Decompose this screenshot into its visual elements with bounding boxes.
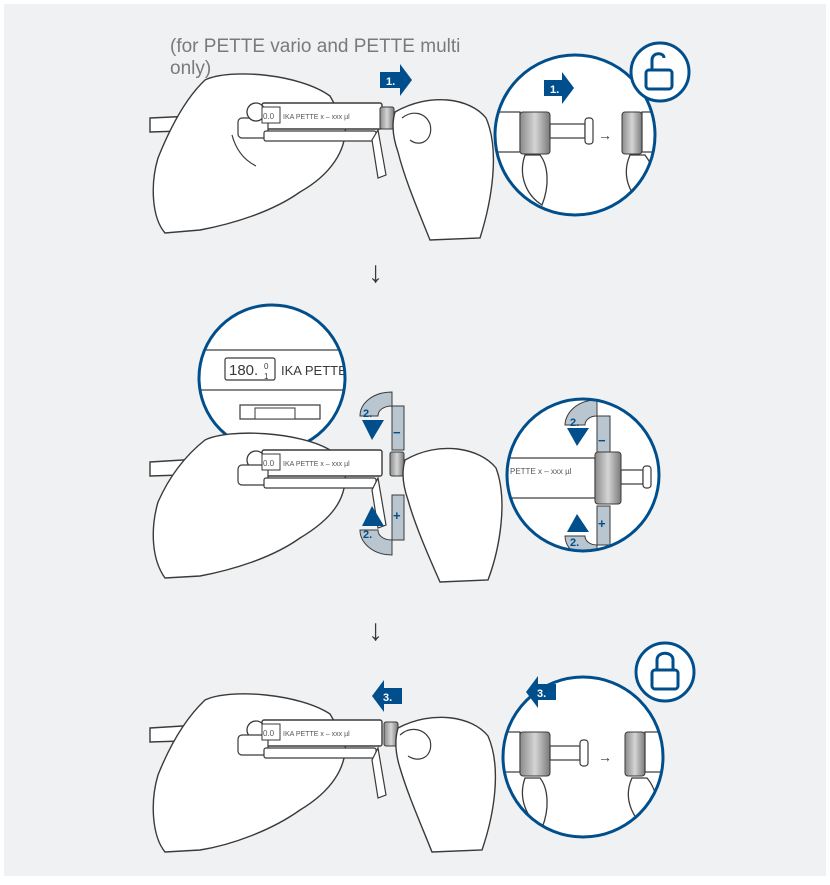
zoom-pipette-label: PETTE x – xxx µl [510, 467, 572, 476]
zoom-display-small-top: 0 [264, 362, 269, 371]
zoom-plus-sign: + [598, 516, 606, 531]
display-value-2: 0.0 [263, 459, 275, 468]
zoom-minus-sign: − [598, 433, 606, 448]
pipette-label: IKA PETTE x – xxx µl [283, 114, 350, 121]
zoom-small-arrow-1: → [598, 127, 612, 143]
step3-label: 3. [383, 692, 392, 704]
caption-text: (for PETTE vario and PETTE multi only) [170, 36, 490, 80]
step2-label-plus: 2. [363, 529, 372, 541]
down-arrow-1: ↓ [368, 256, 383, 289]
zoom-display-value: 180. [229, 362, 258, 379]
padlock-closed-icon [636, 643, 694, 701]
padlock-open-icon [631, 43, 689, 101]
display-value-3: 0.0 [263, 729, 275, 738]
step2-label-minus: 2. [363, 408, 372, 420]
zoom-display-small-bottom: 1 [264, 372, 269, 381]
plus-sign: + [393, 508, 401, 523]
zoom-brand: IKA PETTE [281, 363, 347, 378]
pipette-label-3: IKA PETTE x – xxx µl [283, 731, 350, 738]
zoom-step1-label: 1. [550, 84, 559, 96]
minus-sign: − [393, 425, 401, 440]
zoom-step3-label: 3. [537, 688, 546, 700]
down-arrow-2: ↓ [368, 614, 383, 647]
display-value: 0.0 [263, 112, 275, 121]
zoom-small-arrow-3: → [598, 749, 612, 765]
zoom-step2-label-plus: 2. [570, 537, 579, 549]
zoom-step2-label-minus: 2. [570, 417, 579, 429]
pipette-label-2: IKA PETTE x – xxx µl [283, 461, 350, 468]
zoom-circle-lock: → 3. [500, 676, 665, 837]
